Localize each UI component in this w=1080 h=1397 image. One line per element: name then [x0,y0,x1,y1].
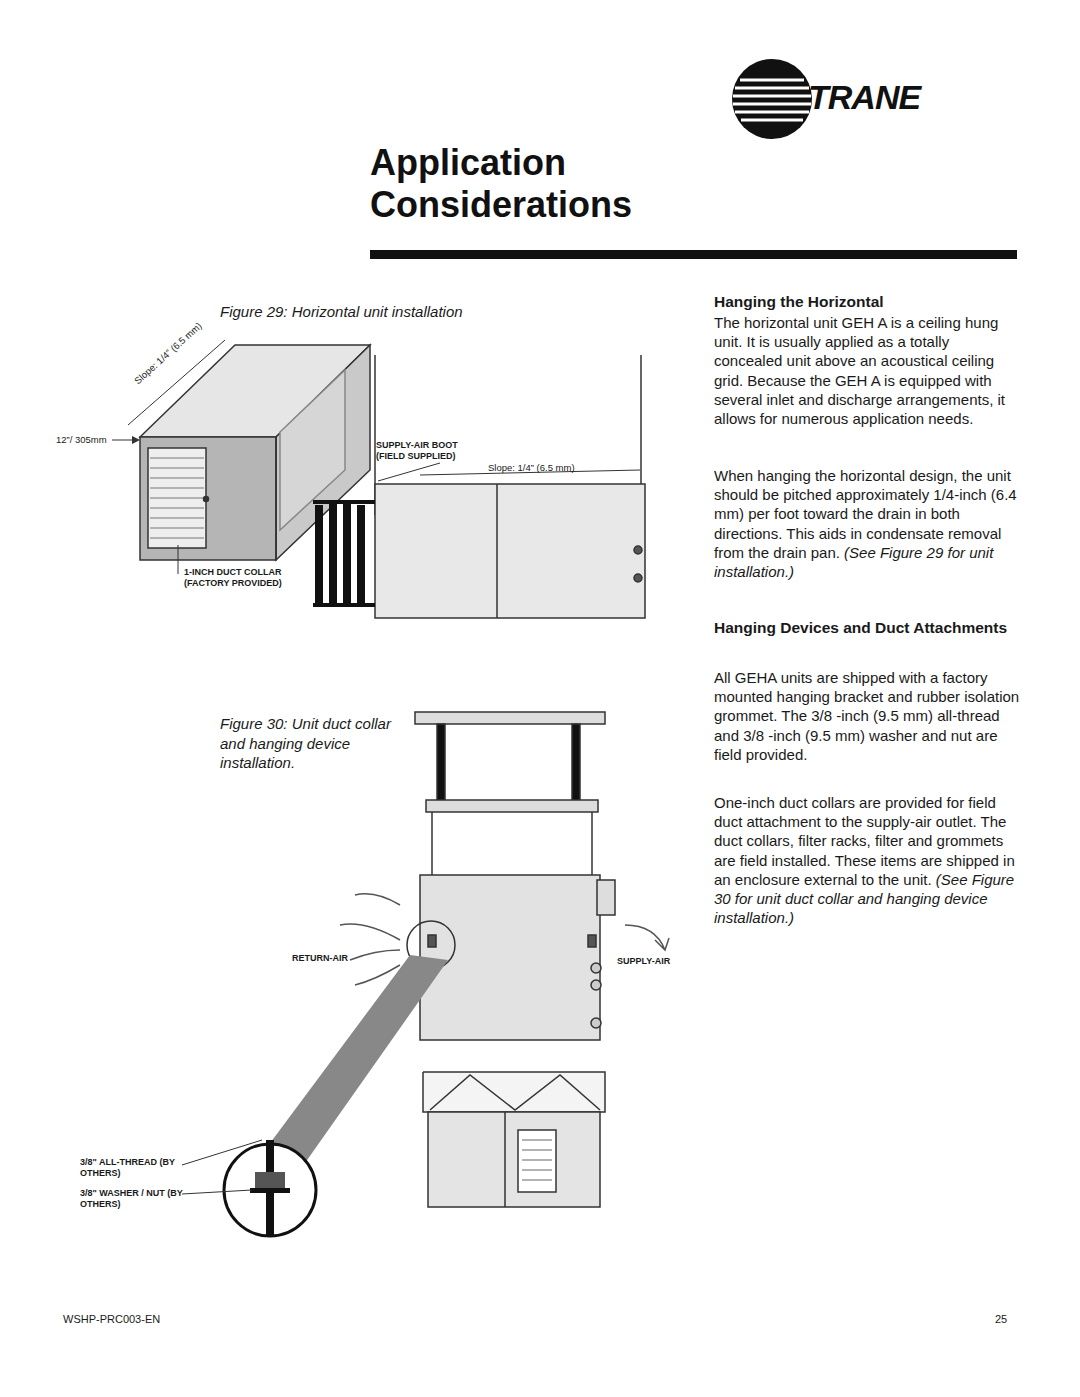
part-label-block: 1-INCH DUCT COLLAR (FACTORY PROVIDED) [184,567,314,589]
part-label: SUPPLY-AIR BOOT (FIELD SUPPLIED) [376,440,458,461]
airflow-label: RETURN-AIR [292,953,348,963]
logo-text-block: TRANE [808,78,958,117]
part-label-block: SUPPLY-AIR BOOT (FIELD SUPPLIED) [376,440,471,462]
page-number-block: 25 [995,1313,1020,1325]
page-title: Application Considerations [370,142,700,226]
part-label-block: 3/8" ALL-THREAD (BY OTHERS) [80,1157,180,1179]
part-label: 1-INCH DUCT COLLAR (FACTORY PROVIDED) [184,567,282,588]
supply-boot [313,500,375,607]
body-text-block: One-inch duct collars are provided for f… [714,793,1020,927]
footer-code-block: WSHP-PRC003-EN [63,1313,213,1325]
leader-line [182,1140,262,1165]
logo-text: TRANE [808,78,920,116]
dimension-label: Slope: 1/4” (6.5 mm) [488,462,575,473]
logo-mark [732,59,812,139]
hanger-assembly [407,712,615,1040]
dimension-label-block: Slope: 1/4” (6.5 mm) [488,462,608,473]
leader-line [182,1190,252,1194]
title-rule [370,250,1017,259]
airflow-label-block: RETURN-AIR [292,953,372,964]
leader-line [378,463,440,481]
figure-caption: Figure 29: Horizontal unit installation [220,303,463,320]
section-heading-block: Hanging Devices and Duct Attachments [714,618,1020,638]
part-label-block: 3/8" WASHER / NUT (BY OTHERS) [80,1188,190,1210]
section-heading: Hanging Devices and Duct Attachments [714,619,1007,636]
footer-code: WSHP-PRC003-EN [63,1313,160,1325]
part-label: 3/8" WASHER / NUT (BY OTHERS) [80,1188,183,1209]
unit-plan [423,1072,605,1207]
figure-caption: Figure 30: Unit duct collar and hanging … [220,715,391,771]
page-number: 25 [995,1313,1007,1325]
body-text-block: When hanging the horizontal design, the … [714,466,1020,581]
dimension-label: Slope: 1/4” (6.5 mm) [132,320,204,386]
section-heading-block: Hanging the Horizontal [714,292,1024,312]
figure-caption-block: Figure 29: Horizontal unit installation [220,302,520,322]
airflow-label: SUPPLY-AIR [617,956,670,966]
airflow-arrow [340,894,669,985]
leader-line [178,545,179,574]
body-text: The horizontal unit GEH A is a ceiling h… [714,314,1005,427]
part-label: 3/8" ALL-THREAD (BY OTHERS) [80,1157,175,1178]
airflow-label-block: SUPPLY-AIR [617,956,697,967]
body-text: All GEHA units are shipped with a factor… [714,669,1019,763]
dimension-label-block: 12”/ 305mm [56,434,116,445]
unit-side [375,355,645,618]
arrowhead [132,436,140,444]
dimension-label: 12”/ 305mm [56,434,107,445]
detail-circle [224,1140,316,1236]
figure-caption-block: Figure 30: Unit duct collar and hanging … [220,714,405,773]
body-text-block: The horizontal unit GEH A is a ceiling h… [714,313,1020,428]
section-heading: Hanging the Horizontal [714,293,884,310]
body-text-block: All GEHA units are shipped with a factor… [714,668,1020,764]
